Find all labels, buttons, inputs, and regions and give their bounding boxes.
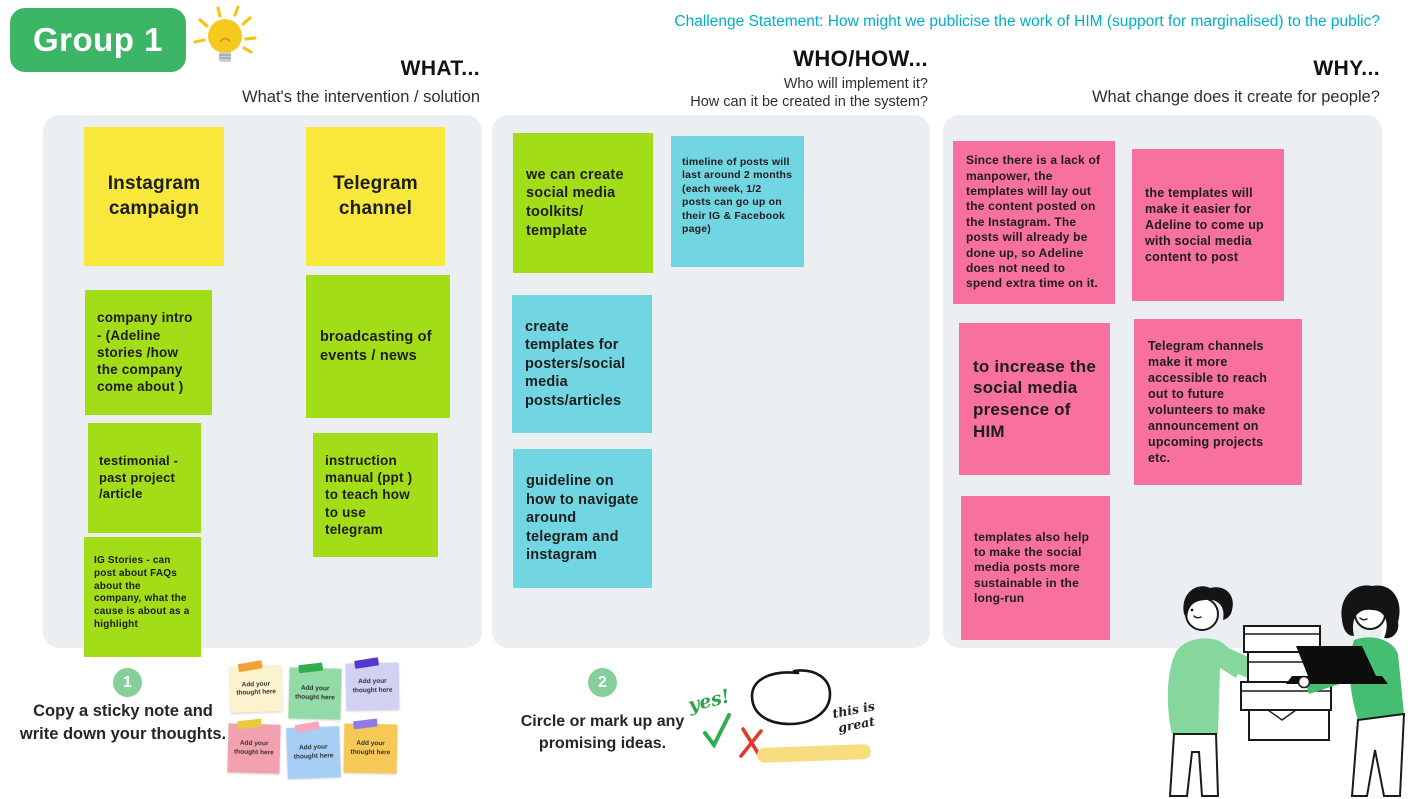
column-title: WHY... bbox=[1313, 57, 1380, 80]
column-subtitle: What's the intervention / solution bbox=[242, 88, 480, 106]
sticky-note[interactable]: company intro - (Adeline stories /how th… bbox=[85, 290, 212, 415]
lightbulb-icon bbox=[193, 5, 257, 62]
column-header-who-how: WHO/HOW... Who will implement it? How ca… bbox=[492, 46, 928, 111]
sticky-note[interactable]: templates also help to make the social m… bbox=[961, 496, 1110, 640]
sticky-note[interactable]: guideline on how to navigate around tele… bbox=[513, 449, 652, 588]
sample-note-label: Add your thought here bbox=[233, 739, 274, 757]
column-title: WHO/HOW... bbox=[793, 46, 928, 71]
sample-sticky-note[interactable]: Add your thought here bbox=[288, 662, 342, 720]
sample-sticky-note[interactable]: Add your thought here bbox=[286, 721, 341, 779]
sticky-note[interactable]: Instagram campaign bbox=[84, 127, 224, 266]
people-carrying-boxes-illustration bbox=[1167, 585, 1406, 797]
step-1-instruction: Copy a sticky note and write down your t… bbox=[19, 702, 227, 744]
sticky-note[interactable]: timeline of posts will last around 2 mon… bbox=[671, 136, 804, 267]
sticky-note[interactable]: Telegram channel bbox=[306, 127, 445, 266]
sticky-note[interactable]: Telegram channels make it more accessibl… bbox=[1134, 319, 1302, 485]
sample-note-label: Add your thought here bbox=[236, 680, 277, 697]
column-subtitle: What change does it create for people? bbox=[1091, 88, 1380, 106]
sample-sticky-note[interactable]: Add your thought here bbox=[229, 660, 283, 713]
sample-sticky-note[interactable]: Add your thought here bbox=[343, 718, 398, 774]
sticky-note[interactable]: testimonial -past project /article bbox=[88, 423, 201, 533]
sticky-note[interactable]: to increase the social media presence of… bbox=[959, 323, 1110, 475]
tape-icon bbox=[354, 657, 380, 669]
challenge-statement: Challenge Statement: How might we public… bbox=[674, 13, 1380, 30]
column-title: WHAT... bbox=[400, 57, 480, 80]
column-subtitle: How can it be created in the system? bbox=[690, 94, 928, 111]
step-1-badge: 1 bbox=[113, 668, 142, 697]
checkmark-icon bbox=[703, 713, 731, 749]
column-header-what: WHAT... What's the intervention / soluti… bbox=[43, 57, 480, 107]
sample-sticky-note[interactable]: Add your thought here bbox=[345, 657, 400, 711]
sticky-note[interactable]: we can create social media toolkits/ tem… bbox=[513, 133, 653, 273]
highlighter-mark bbox=[756, 744, 872, 763]
sticky-note[interactable]: the templates will make it easier for Ad… bbox=[1132, 149, 1284, 301]
group-badge: Group 1 bbox=[10, 8, 186, 72]
sample-note-label: Add your thought here bbox=[294, 684, 335, 702]
column-subtitle: Who will implement it? bbox=[783, 76, 928, 92]
step-2-badge: 2 bbox=[588, 668, 617, 697]
tape-icon bbox=[353, 718, 378, 730]
sample-sticky-note[interactable]: Add your thought here bbox=[227, 718, 281, 774]
sticky-note[interactable]: IG Stories - can post about FAQs about t… bbox=[84, 537, 201, 657]
tape-icon bbox=[237, 660, 263, 673]
sample-note-label: Add your thought here bbox=[350, 739, 391, 756]
sticky-note[interactable]: Since there is a lack of manpower, the t… bbox=[953, 141, 1115, 304]
tape-icon bbox=[298, 662, 324, 674]
tape-icon bbox=[294, 721, 320, 734]
circle-sketch-icon bbox=[750, 669, 832, 726]
sample-note-label: Add your thought here bbox=[293, 743, 334, 761]
step-2-instruction: Circle or mark up any promising ideas. bbox=[520, 713, 685, 753]
sticky-note[interactable]: create templates for posters/social medi… bbox=[512, 295, 652, 433]
sample-note-label: Add your thought here bbox=[352, 677, 393, 694]
tape-icon bbox=[237, 718, 263, 730]
column-header-why: WHY... What change does it create for pe… bbox=[943, 57, 1380, 107]
sticky-note[interactable]: broadcasting of events / news bbox=[306, 275, 450, 418]
sticky-note[interactable]: instruction manual (ppt ) to teach how t… bbox=[313, 433, 438, 557]
